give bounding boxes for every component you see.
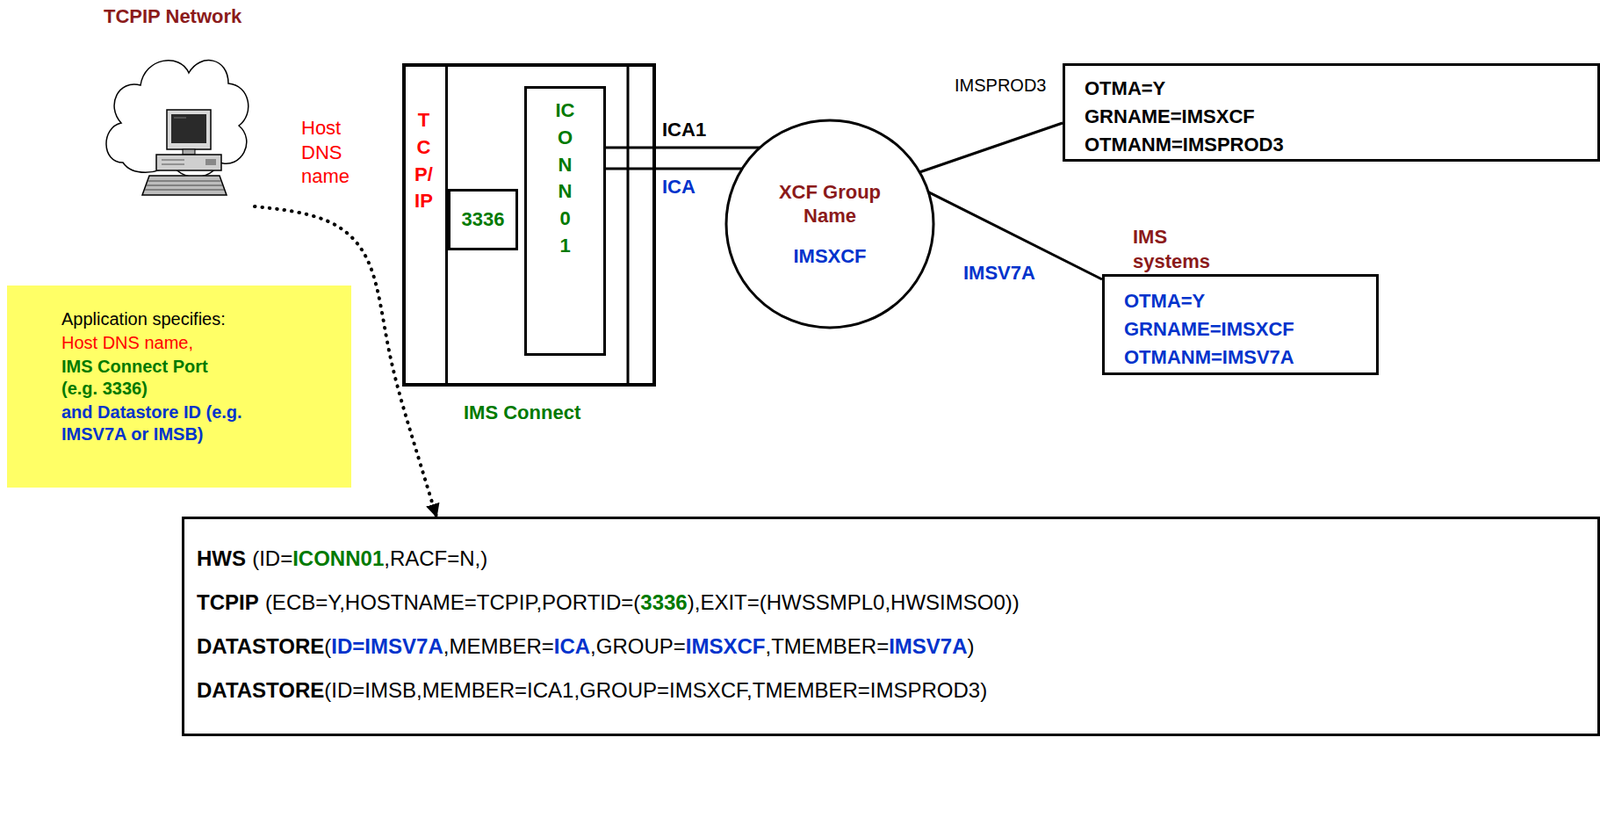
node-text: 3336 [461,207,505,232]
connector-label: IMSV7A [961,261,1038,285]
config-keyword: ICA [554,634,591,658]
circle-shape [726,120,934,328]
host-dns-label: Host DNS name [301,115,350,189]
config-line: HWS(ID=ICONN01,RACF=N,) [196,536,1589,581]
connector-label: ICA1 [660,118,708,142]
config-text: (ID=IMSB,MEMBER=ICA1,GROUP=IMSXCF,TMEMBE… [324,677,988,702]
config-keyword: 3336 [640,590,687,614]
config-keyword: HWS [196,546,246,570]
config-text: ,TMEMBER= [764,634,889,658]
ims-connect-box: TCP/IP 3336 ICONN01IMS Connect [402,63,656,433]
node-text: and Datastore ID (e.g. IMSV7A or IMSB) [61,401,273,446]
config-keyword: IMSV7A [888,634,967,658]
node-text: OTMA=Y [1124,287,1368,316]
config-text: (ECB=Y,HOSTNAME=TCPIP,PORTID=( [265,590,641,614]
config-text: ) [967,634,975,658]
config-line: DATASTORE(ID=IMSB,MEMBER=ICA1,GROUP=IMSX… [196,668,1589,713]
node-text: TCPIP Network [103,4,255,29]
node-text: IMS Connect Port (e.g. 3336) [61,355,238,400]
node-text: OTMA=Y [1084,74,1589,103]
cloud-path [106,60,249,178]
node-text: Application specifies: [61,308,338,331]
config-line: TCPIP(ECB=Y,HOSTNAME=TCPIP,PORTID=(3336)… [196,580,1589,625]
config-keyword: ICONN01 [292,546,384,570]
config-text: ,RACF=N,) [383,546,488,570]
connector-label: IMSPROD3 [952,74,1048,96]
computer-icon [140,105,229,207]
node-text: OTMANM=IMSV7A [1124,343,1368,372]
config-line: DATASTORE(ID=IMSV7A,MEMBER=ICA,GROUP=IMS… [196,624,1589,669]
config-box: HWS(ID=ICONN01,RACF=N,)TCPIP(ECB=Y,HOSTN… [181,516,1600,736]
node-text: XCF Group Name [763,180,896,229]
connector-label: ICA [660,175,698,199]
config-keyword: ID=IMSV7A [331,634,443,658]
config-text: (ID= [252,546,293,570]
config-text: ,MEMBER= [443,634,555,658]
node-text: Host DNS name, [61,331,338,354]
connector-line [919,122,1063,173]
ims-system-box: OTMA=YGRNAME=IMSXCFOTMANM=IMSV7A [1102,273,1379,375]
config-keyword: IMSXCF [685,634,766,658]
node-text: IMS Connect [463,400,656,426]
node-text: GRNAME=IMSXCF [1124,315,1368,344]
node-text: GRNAME=IMSXCF [1084,102,1589,131]
port-box: 3336 [447,188,519,251]
config-text: ),EXIT=(HWSSMPL0,HWSIMSO0)) [687,590,1020,614]
group-heading: IMS systems [1132,224,1211,274]
connector-line [605,146,760,150]
vertical-label: ICONN01 [555,97,576,260]
ims-connect-frame [402,63,656,387]
vertical-label: TCP/IP [414,107,434,216]
node-text: OTMANM=IMSPROD3 [1084,130,1589,159]
note-box: Application specifies:Host DNS name,IMS … [7,285,352,488]
ims-system-box: OTMA=YGRNAME=IMSXCFOTMANM=IMSPROD3 [1062,63,1600,162]
config-keyword: DATASTORE [196,634,325,658]
tcpip-band: TCP/IP [402,63,448,387]
config-keyword: DATASTORE [196,677,325,702]
inner-divider [627,64,630,385]
config-text: ( [324,634,332,658]
ims-connect-id-box: ICONN01 [524,86,606,356]
connector-line [605,167,743,171]
xcf-group-circle: XCF Group NameIMSXCF [724,118,936,330]
config-keyword: TCPIP [196,590,260,614]
config-text: ,GROUP= [590,634,686,658]
node-text: IMSXCF [792,244,866,269]
